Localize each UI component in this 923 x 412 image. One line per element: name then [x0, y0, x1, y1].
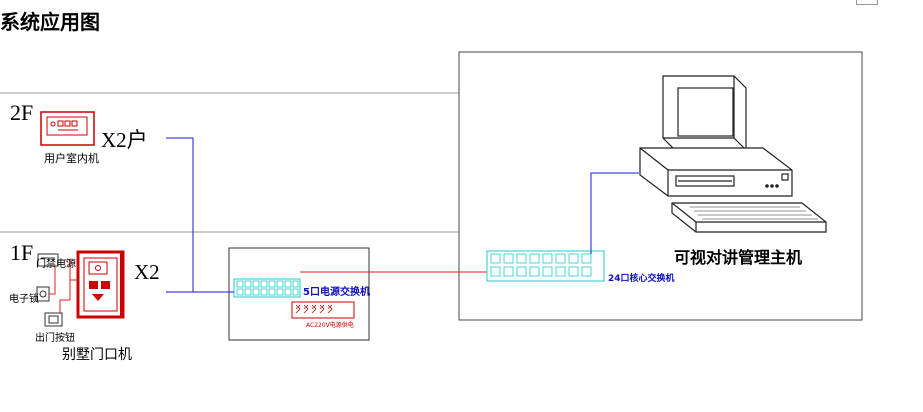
switch24-label: 24口核心交换机	[608, 274, 675, 284]
ac-power-module	[291, 301, 355, 319]
door-unit-label: 别墅门口机	[62, 347, 132, 363]
switch5-box	[228, 247, 370, 341]
door-unit-icon	[76, 250, 125, 319]
switch5-label: 5口电源交换机	[303, 287, 370, 298]
wire-indoor-to-switch5	[166, 137, 234, 293]
scroll-stub	[856, 0, 878, 5]
switch24-ports	[486, 250, 605, 282]
computer-host-icon	[639, 75, 827, 233]
door-power-label: 门禁电源	[36, 259, 76, 270]
page-title: 系统应用图	[0, 10, 100, 34]
host-label: 可视对讲管理主机	[674, 248, 803, 267]
exit-button-label: 出门按钮	[35, 333, 75, 344]
wire-switch24-to-host	[590, 172, 639, 254]
exit-button-icon	[44, 312, 63, 327]
indoor-unit-quantity: X2户	[101, 128, 148, 152]
switch5-ports	[233, 278, 301, 298]
electric-lock-icon	[36, 286, 50, 302]
floor-label-1f: 1F	[10, 240, 34, 265]
electric-lock-label: 电子锁	[9, 294, 39, 305]
indoor-unit-label: 用户室内机	[44, 152, 99, 165]
switch5-power-label: AC220V电源供电	[306, 322, 354, 329]
floor-label-2f: 2F	[10, 100, 34, 125]
door-power-icon	[37, 253, 59, 267]
indoor-unit-icon	[40, 111, 95, 146]
door-unit-quantity: X2	[134, 260, 160, 284]
